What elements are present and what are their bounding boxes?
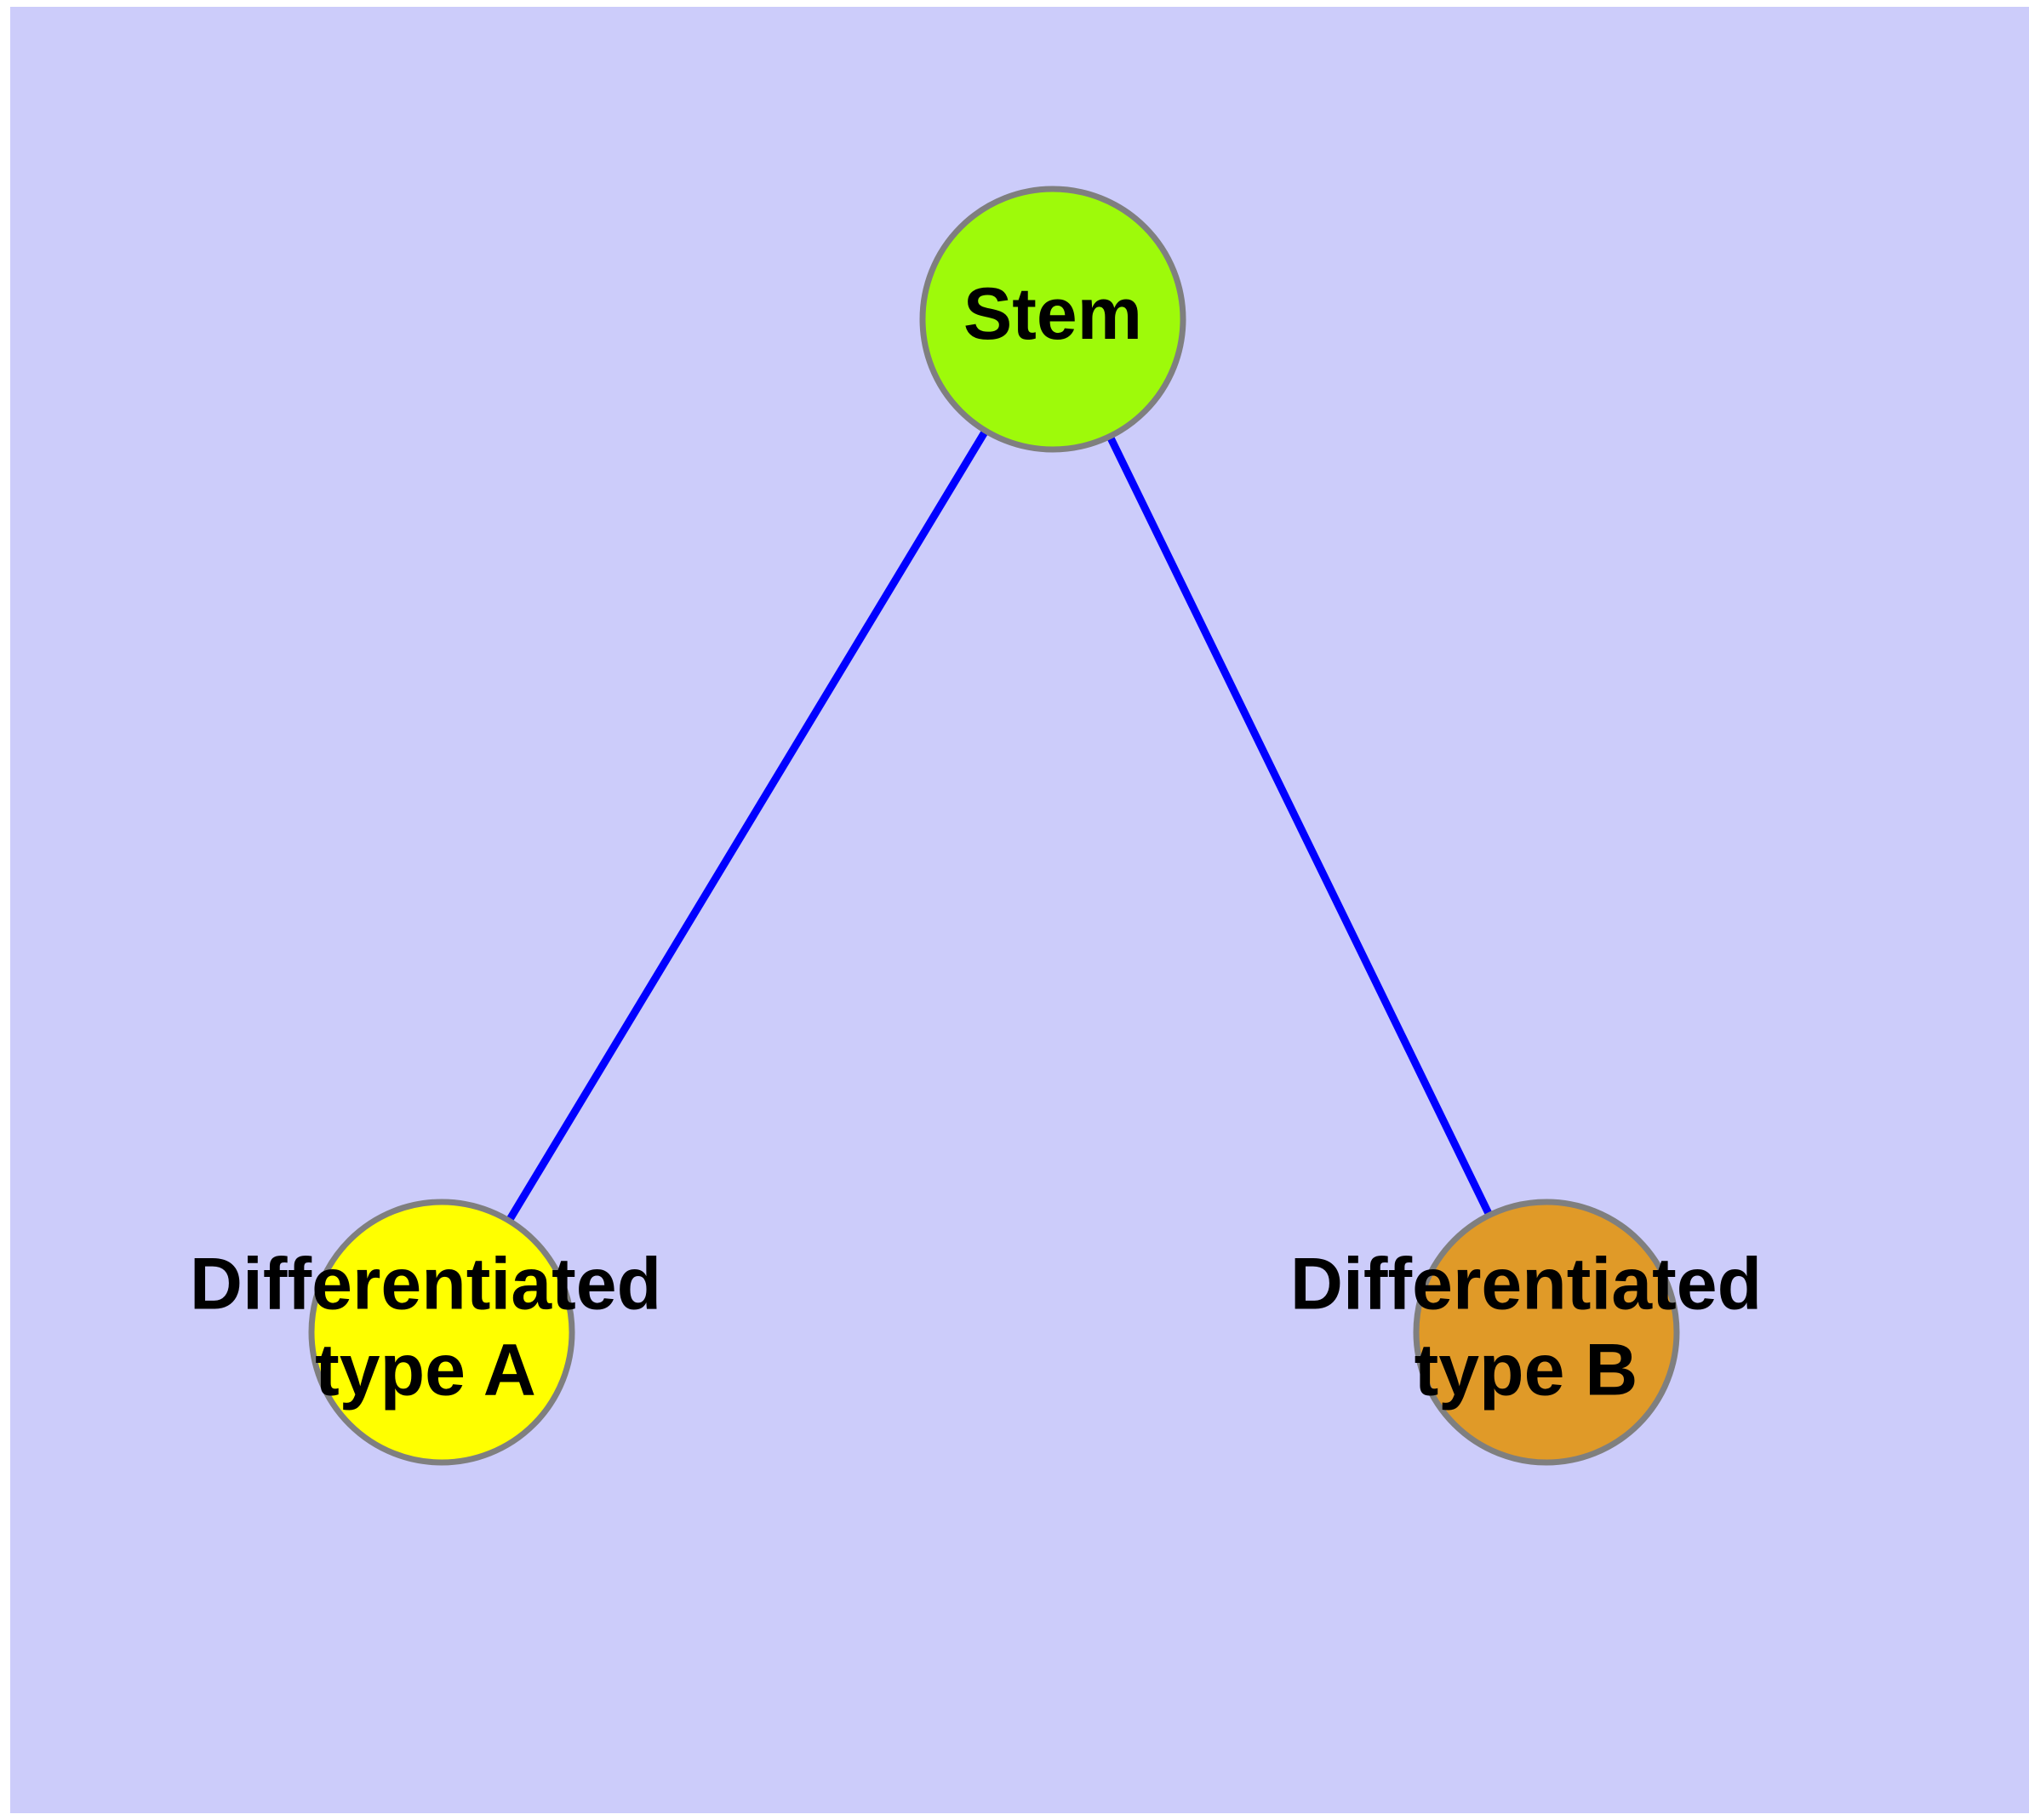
node-differentiated-type-b-circle[interactable]: [1413, 1199, 1680, 1466]
edge-stem-to-differentiated-b[interactable]: [1106, 436, 1493, 1216]
node-stem-label: Stem: [963, 273, 1142, 355]
node-stem-circle[interactable]: [919, 186, 1186, 453]
label-line: type A: [315, 1329, 536, 1411]
label-line: Differentiated: [1290, 1243, 1762, 1325]
node-differentiated-type-a[interactable]: [308, 1199, 575, 1466]
node-stem[interactable]: [919, 186, 1186, 453]
edge-stem-to-differentiated-a[interactable]: [506, 430, 988, 1222]
label-line: type B: [1415, 1329, 1638, 1411]
node-differentiated-type-a-circle[interactable]: [308, 1199, 575, 1466]
label-line: Differentiated: [190, 1243, 661, 1325]
label-line: Stem: [963, 273, 1142, 355]
node-layer: [308, 186, 1680, 1466]
edge-layer: [506, 430, 1493, 1222]
node-differentiated-type-b[interactable]: [1413, 1199, 1680, 1466]
